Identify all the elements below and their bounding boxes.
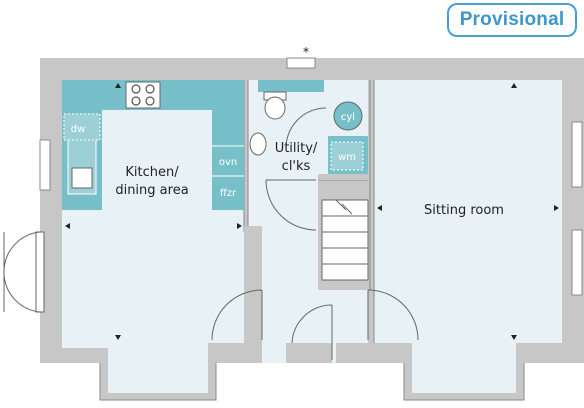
dimension-arrows xyxy=(65,83,559,340)
kitchen-bay-window xyxy=(99,363,217,401)
hall-floor xyxy=(262,232,368,363)
utility-label-2: cl'ks xyxy=(282,159,311,174)
sitting-room-floor xyxy=(374,80,562,343)
cylinder xyxy=(333,101,363,131)
hob xyxy=(125,81,161,109)
kitchen-label-1: Kitchen/ xyxy=(125,165,179,180)
oven-label: ovn xyxy=(219,157,237,168)
washing-machine xyxy=(330,141,364,171)
french-doors xyxy=(3,231,45,313)
sink-bowl xyxy=(71,167,93,189)
kitchen-label-2: dining area xyxy=(115,183,188,198)
sitting-bay-window xyxy=(403,363,525,401)
hall-wall-left xyxy=(244,226,262,343)
door-kitchen-hall xyxy=(211,289,263,341)
staircase xyxy=(321,199,369,281)
fridge-freezer-label: ffzr xyxy=(220,188,237,199)
door-cylinder xyxy=(285,107,327,149)
door-sitting-hall xyxy=(367,289,419,341)
washing-machine-label: wm xyxy=(338,152,356,163)
utility-label-1: Utility/ xyxy=(275,141,318,156)
kitchen-bay-floor xyxy=(108,343,208,393)
provisional-badge: Provisional xyxy=(447,3,577,37)
door-utility xyxy=(265,179,317,231)
toilet xyxy=(263,91,287,120)
window-sitting-right-1 xyxy=(571,121,583,188)
dishwasher xyxy=(63,113,101,141)
dishwasher-label: dw xyxy=(71,124,86,135)
basin xyxy=(249,132,267,156)
marker: * xyxy=(303,45,309,59)
window-sitting-right-2 xyxy=(571,229,583,296)
window-utility-top xyxy=(286,57,316,69)
kitchen-tall-units xyxy=(212,110,244,210)
hob-rings xyxy=(131,84,155,106)
cylinder-label: cyl xyxy=(341,112,355,123)
window-kitchen-left xyxy=(39,139,51,191)
front-door xyxy=(286,304,333,363)
sitting-label: Sitting room xyxy=(424,203,504,218)
utility-worktop xyxy=(258,80,324,92)
partition-wall xyxy=(318,174,368,180)
sitting-bay-floor xyxy=(412,343,516,393)
